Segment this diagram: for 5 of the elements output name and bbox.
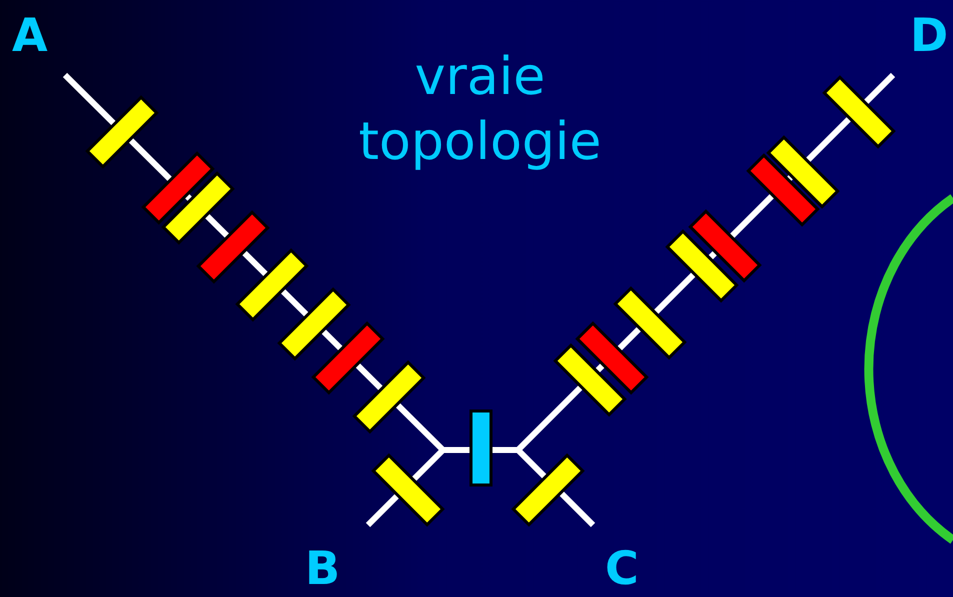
leaf-label: C [605,545,639,591]
title: vraie topologie [358,46,602,174]
leaf-label: B [305,545,340,591]
leaf-label: A [12,12,48,58]
leaf-label: D [910,12,948,58]
